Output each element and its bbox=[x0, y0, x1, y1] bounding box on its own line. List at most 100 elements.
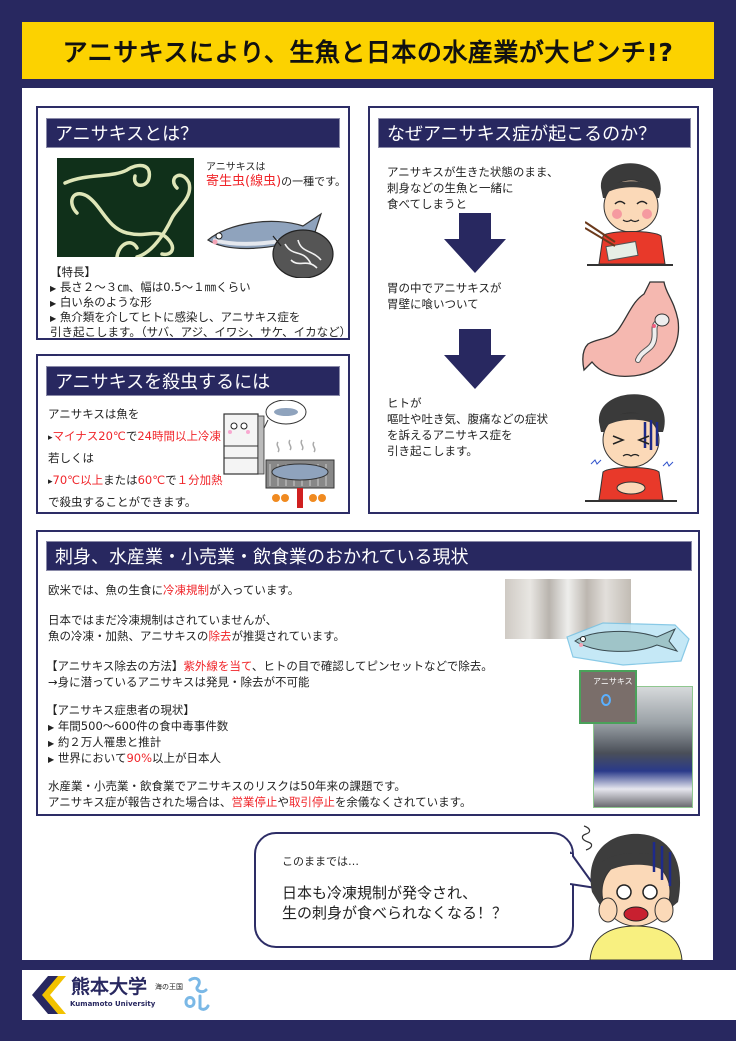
why-heading-text: なぜアニサキス症が起こるのか？ bbox=[387, 124, 657, 145]
bullet-icon: ▸ bbox=[48, 477, 53, 487]
feature-continuation: 引き起こします。（サバ、アジ、イワシ、サケ、イカなど） bbox=[50, 325, 352, 339]
bullet-icon: ▶ bbox=[48, 755, 55, 764]
heat-duration: １分加熱 bbox=[176, 473, 223, 487]
kumamoto-university-logo-icon bbox=[32, 976, 66, 1014]
bullet-icon: ▶ bbox=[48, 723, 55, 732]
text: 魚の冷凍・加熱、アニサキスの bbox=[48, 629, 209, 643]
frozen-fish-illustration bbox=[563, 617, 693, 667]
connector: または bbox=[103, 473, 138, 487]
step1-line: 食べてしまうと bbox=[387, 197, 468, 211]
anisakis-photo bbox=[57, 158, 194, 257]
status-p1: 欧米では、魚の生食に冷凍規制が入っています。 bbox=[48, 582, 299, 598]
bullet-icon: ▶ bbox=[48, 739, 55, 748]
feature-item: ▶ 白い糸のような形 bbox=[50, 294, 152, 312]
step3-line: 引き起こします。 bbox=[387, 444, 478, 458]
kill-last: で殺虫することができます。 bbox=[48, 495, 197, 509]
feature-text: 魚介類を介してヒトに感染し、アニサキス症を bbox=[59, 310, 301, 324]
text: 年間500～600件の食中毒事件数 bbox=[57, 719, 229, 733]
freeze-temp: マイナス20℃ bbox=[52, 429, 126, 443]
text: 欧米では、魚の生食に bbox=[48, 583, 163, 597]
freeze-condition: ▸マイナス20℃で24時間以上冷凍 bbox=[48, 428, 221, 446]
uv-light: 紫外線を当て bbox=[183, 659, 252, 673]
connector: で bbox=[165, 473, 177, 487]
parasite-label: 寄生虫(線虫) bbox=[206, 174, 282, 189]
step1-line: アニサキスが生きた状態のまま、 bbox=[387, 165, 559, 179]
worried-person-illustration bbox=[570, 822, 700, 961]
patient-stat: ▶ 年間500～600件の食中毒事件数 bbox=[48, 718, 228, 736]
step2-line: 胃の中でアニサキスが bbox=[387, 281, 502, 295]
bubble-line2: 生の刺身が食べられなくなる！？ bbox=[282, 904, 508, 922]
down-arrow-icon bbox=[444, 329, 506, 389]
connector: で bbox=[125, 429, 138, 443]
status-heading-text: 刺身、水産業・小売業・飲食業のおかれている現状 bbox=[55, 547, 469, 568]
patient-stat: ▶ 約２万人罹患と推計 bbox=[48, 734, 161, 752]
bubble-line1: 日本も冷凍規制が発令され、 bbox=[282, 884, 478, 902]
bullet-icon: ▶ bbox=[50, 299, 57, 308]
text: が推奨されています。 bbox=[231, 629, 345, 643]
mackerel-illustration bbox=[203, 198, 343, 279]
speech-bubble: このままでは… 日本も冷凍規制が発令され、 生の刺身が食べられなくなる！？ bbox=[254, 832, 574, 948]
fridge-grill-illustration bbox=[218, 399, 348, 512]
text: を余儀なくされています。 bbox=[334, 795, 472, 809]
status-p4-line2: アニサキス症が報告された場合は、営業停止や取引停止を余儀なくされています。 bbox=[48, 794, 471, 810]
kill-heading: アニサキスを殺虫するには bbox=[46, 366, 340, 396]
status-p3-line2: →身に潜っているアニサキスは発見・除去が不可能 bbox=[48, 675, 310, 689]
step2-line: 胃壁に喰いついて bbox=[387, 297, 479, 311]
trade-suspension: 取引停止 bbox=[288, 795, 335, 809]
what-is-red-line: 寄生虫(線虫)の一種です。 bbox=[206, 174, 346, 190]
status-heading: 刺身、水産業・小売業・飲食業のおかれている現状 bbox=[46, 541, 692, 571]
status-box: 刺身、水産業・小売業・飲食業のおかれている現状 欧米では、魚の生食に冷凍規制が入… bbox=[36, 530, 700, 816]
partner-logo-icon bbox=[184, 976, 210, 1011]
text: 約２万人罹患と推計 bbox=[57, 735, 162, 749]
anisakis-glow-icon bbox=[601, 694, 611, 706]
down-arrow-icon bbox=[444, 213, 506, 273]
step3-line: ヒトが bbox=[387, 396, 422, 410]
step1-line: 刺身などの生魚と一緒に bbox=[387, 181, 514, 195]
heat-temp-2: 60℃ bbox=[137, 473, 166, 487]
status-p2-line2: 魚の冷凍・加熱、アニサキスの除去が推奨されています。 bbox=[48, 628, 345, 644]
text: 世界において bbox=[57, 751, 127, 765]
text: が入っています。 bbox=[209, 583, 300, 597]
business-suspension: 営業停止 bbox=[231, 795, 278, 809]
what-is-heading-text: アニサキスとは？ bbox=[55, 124, 199, 145]
freeze-duration: 24時間以上冷凍 bbox=[137, 429, 221, 443]
status-p3-line1: 【アニサキス除去の方法】紫外線を当て、ヒトの目で確認してピンセットなどで除去。 bbox=[46, 658, 493, 674]
bullet-icon: ▸ bbox=[48, 433, 53, 443]
features-heading: 【特長】 bbox=[50, 265, 96, 279]
why-heading: なぜアニサキス症が起こるのか？ bbox=[378, 118, 691, 148]
kill-or: 若しくは bbox=[48, 451, 94, 465]
what-is-intro: アニサキスは bbox=[206, 162, 266, 173]
text: や bbox=[277, 795, 289, 809]
patients-heading: 【アニサキス症患者の現状】 bbox=[46, 703, 195, 717]
what-is-box: アニサキスとは？ アニサキスは 寄生虫(線虫)の一種です。 bbox=[36, 106, 352, 340]
percentage: 90% bbox=[126, 751, 153, 765]
feature-text: 白い糸のような形 bbox=[59, 295, 152, 309]
title-banner: アニサキスにより、生魚と日本の水産業が大ピンチ!? bbox=[22, 22, 714, 79]
feature-text: 長さ２～３㎝、幅は0.5～１㎜くらい bbox=[59, 280, 251, 294]
text: 、ヒトの目で確認してピンセットなどで除去。 bbox=[251, 659, 493, 673]
text: アニサキス症が報告された場合は、 bbox=[48, 795, 232, 809]
heat-condition: ▸70℃以上または60℃で１分加熱 bbox=[48, 472, 223, 490]
bubble-small: このままでは… bbox=[282, 855, 359, 868]
bullet-icon: ▶ bbox=[50, 284, 57, 293]
university-name-jp: 熊本大学 bbox=[71, 976, 148, 998]
freeze-regulation: 冷凍規制 bbox=[163, 583, 209, 597]
page-title: アニサキスにより、生魚と日本の水産業が大ピンチ!? bbox=[62, 37, 674, 67]
boy-sick-illustration bbox=[585, 390, 677, 502]
removal: 除去 bbox=[208, 629, 232, 643]
kill-line1: アニサキスは魚を bbox=[48, 407, 140, 421]
uv-photo-label: アニサキス bbox=[593, 677, 633, 686]
stomach-illustration bbox=[582, 280, 682, 380]
partner-logo-text: 海の王国 bbox=[155, 983, 183, 991]
kill-heading-text: アニサキスを殺虫するには bbox=[55, 372, 271, 393]
status-p2-line1: 日本ではまだ冷凍規制はされていませんが、 bbox=[48, 613, 278, 627]
boy-eating-illustration bbox=[584, 158, 675, 266]
uv-closeup-photo: アニサキス bbox=[579, 670, 637, 724]
what-is-heading: アニサキスとは？ bbox=[46, 118, 340, 148]
patient-stat: ▶ 世界において90%以上が日本人 bbox=[48, 750, 221, 768]
text: 以上が日本人 bbox=[152, 751, 222, 765]
university-name-en: Kumamoto University bbox=[70, 1000, 156, 1008]
status-p4-line1: 水産業・小売業・飲食業でアニサキスのリスクは50年来の課題です。 bbox=[48, 779, 406, 793]
what-is-tail: の一種です。 bbox=[281, 175, 347, 188]
bullet-icon: ▶ bbox=[50, 314, 57, 323]
